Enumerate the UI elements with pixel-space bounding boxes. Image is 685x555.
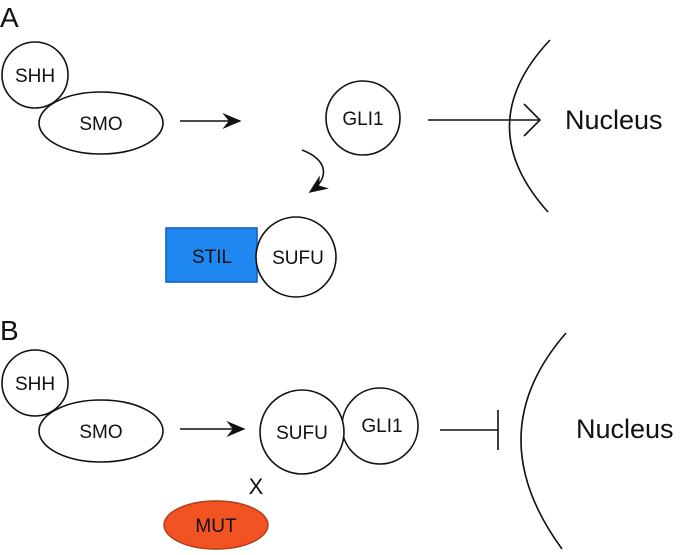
panel-b-nucleus-label: Nucleus [576, 414, 674, 444]
panel-b-shh-label: SHH [15, 374, 55, 395]
panel-a-nucleus-label: Nucleus [565, 105, 663, 135]
panel-b-nucleus-membrane [520, 332, 567, 550]
panel-a-translocation-arrow [428, 103, 542, 137]
panel-b-shh-node [1, 349, 69, 417]
panel-a-stil-node [165, 227, 258, 283]
panel-a-gli1-label: GLI1 [342, 109, 383, 130]
panel-b-sufu-node [259, 389, 345, 475]
panel-a-gli1-node [325, 80, 401, 156]
panel-a-smo-node [38, 91, 164, 155]
panel-a-smo-label: SMO [79, 114, 122, 135]
panel-b-label: B [0, 315, 19, 346]
panel-a-stil-label: STIL [192, 247, 232, 268]
panel-b-block-mark: X [249, 474, 264, 499]
panel-b-mut-label: MUT [195, 516, 237, 537]
panel-b: B SHH SMO SUFU GLI1 X MUT Nucleus [0, 315, 674, 550]
panel-a-stil-sufu-complex: STIL SUFU [165, 216, 337, 298]
panel-a-shh-node [1, 41, 69, 109]
panel-b-mut-node [163, 500, 269, 550]
panel-a: A SHH SMO GLI1 STIL SUFU Nucleus [0, 2, 663, 298]
panel-a-curved-arrow [301, 149, 330, 193]
panel-b-shh-smo-complex: SHH SMO [1, 349, 164, 463]
panel-a-sufu-label: SUFU [272, 248, 324, 269]
panel-a-sufu-node [255, 216, 337, 298]
panel-b-sufu-gli1-complex: SUFU GLI1 [259, 387, 419, 475]
panel-a-label: A [0, 2, 19, 33]
panel-b-gli1-label: GLI1 [361, 416, 402, 437]
panel-a-nucleus-membrane [508, 39, 551, 213]
panel-a-shh-smo-complex: SHH SMO [1, 41, 164, 155]
panel-a-shh-label: SHH [15, 66, 55, 87]
panel-b-smo-label: SMO [79, 422, 122, 443]
panel-b-smo-node [38, 399, 164, 463]
panel-b-inhibition-arrow [440, 410, 499, 450]
panel-b-sufu-label: SUFU [276, 423, 328, 444]
